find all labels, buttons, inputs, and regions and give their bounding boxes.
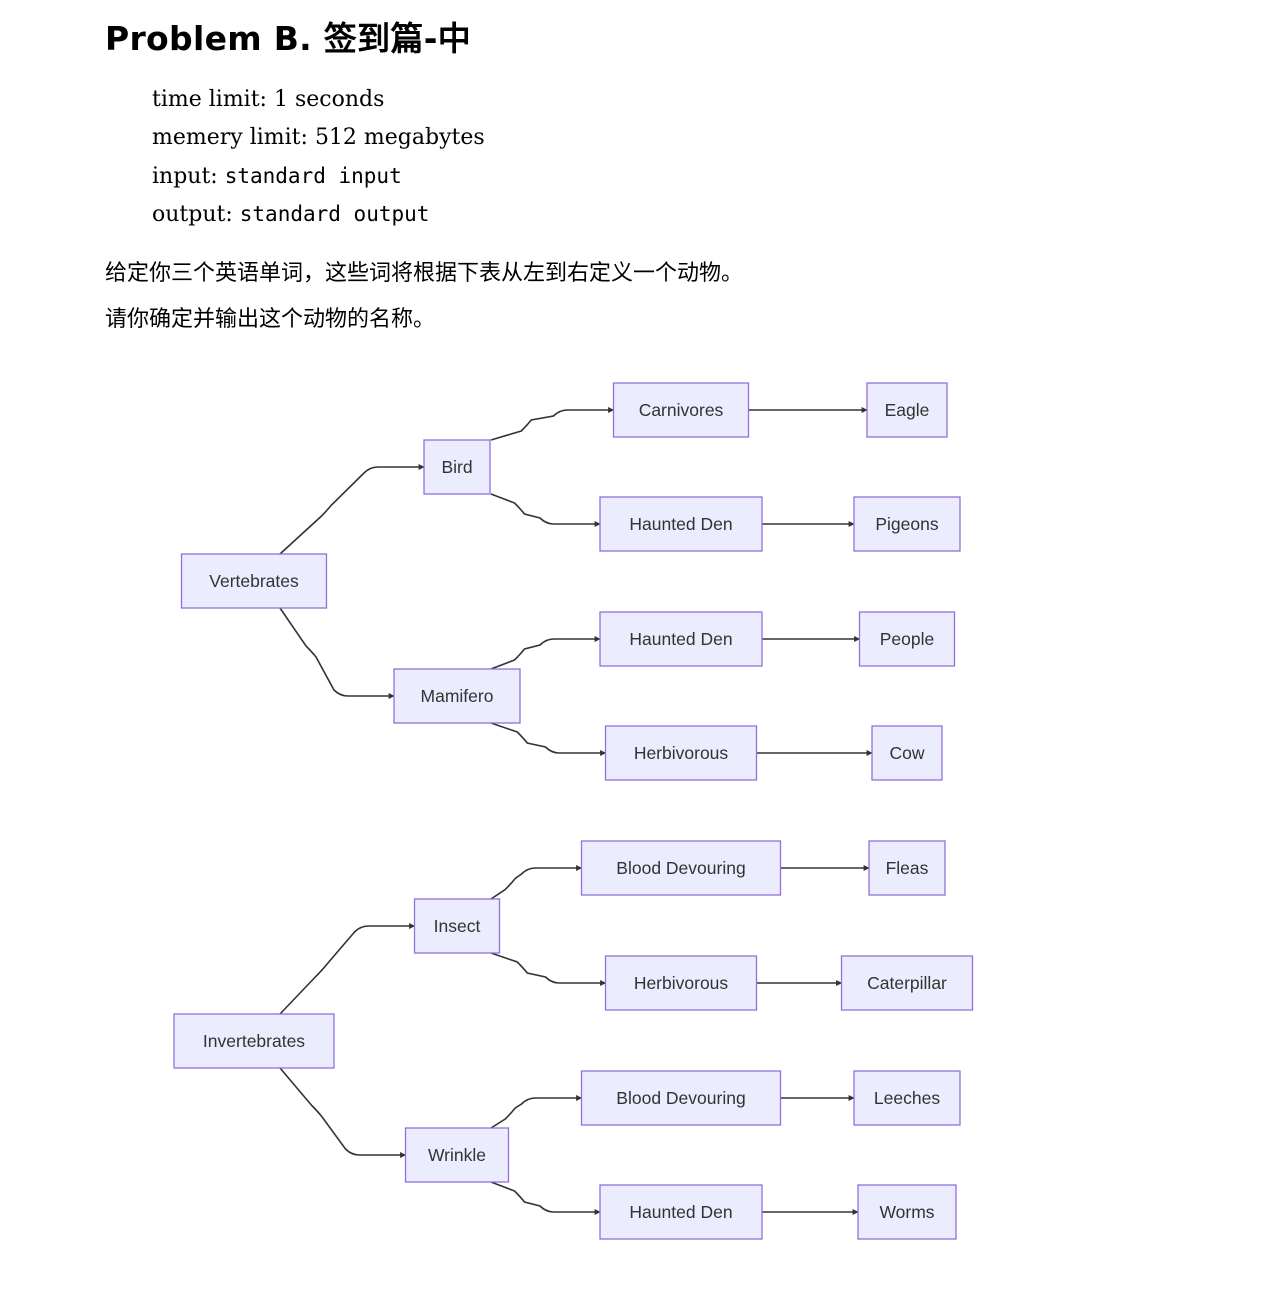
node-wrinkle: Wrinkle [404, 1127, 510, 1183]
node-label: Vertebrates [209, 571, 299, 591]
node-label: Herbivorous [634, 973, 729, 993]
edge-mamifero-to-mamifero-herbivorous [490, 722, 607, 756]
node-label: Blood Devouring [616, 1088, 745, 1108]
node-box [853, 1070, 961, 1126]
output-spec: output: standard output [152, 196, 485, 234]
statement-line-1: 给定你三个英语单词，这些词将根据下表从左到右定义一个动物。 [105, 261, 744, 286]
edge-insect-to-insect-herbivorous [490, 952, 607, 986]
node-people: People [858, 611, 956, 667]
edge-mamifero-to-mamifero-haunted-den [490, 636, 601, 670]
node-label: Pigeons [875, 514, 938, 534]
memory-limit: memery limit: 512 megabytes [152, 120, 485, 158]
node-label: Mamifero [421, 686, 494, 706]
node-label: Haunted Den [629, 629, 732, 649]
node-box [423, 439, 491, 495]
node-box [180, 553, 328, 609]
problem-statement: 给定你三个英语单词，这些词将根据下表从左到右定义一个动物。 请你确定并输出这个动… [105, 254, 743, 346]
node-box [612, 382, 750, 438]
edge-insect-to-insect-blood-devouring [490, 865, 583, 900]
flowchart-edges [279, 407, 873, 1215]
node-label: Bird [441, 457, 472, 477]
node-box [173, 1013, 335, 1069]
node-pigeons: Pigeons [853, 496, 961, 552]
edge-bird-to-bird-haunted-den [490, 493, 601, 527]
input-label: input: [152, 164, 218, 189]
node-bird-carnivores: Carnivores [612, 382, 750, 438]
node-box [580, 1070, 782, 1126]
node-box [413, 898, 501, 954]
node-cow: Cow [871, 725, 943, 781]
node-mamifero-haunted-den: Haunted Den [599, 611, 763, 667]
output-label: output: [152, 202, 233, 227]
node-leeches: Leeches [853, 1070, 961, 1126]
node-caterpillar: Caterpillar [840, 955, 974, 1011]
statement-line-2: 请你确定并输出这个动物的名称。 [105, 307, 436, 332]
node-box [840, 955, 974, 1011]
node-label: Invertebrates [203, 1031, 305, 1051]
edge-vertebrates-to-mamifero [279, 607, 395, 699]
node-invertebrates: Invertebrates [173, 1013, 335, 1069]
node-box [858, 611, 956, 667]
node-fleas: Fleas [868, 840, 946, 896]
node-wrinkle-blood-devouring: Blood Devouring [580, 1070, 782, 1126]
node-eagle: Eagle [866, 382, 948, 438]
node-label: People [880, 629, 935, 649]
node-mamifero: Mamifero [393, 668, 521, 724]
node-box [604, 725, 758, 781]
edge-vertebrates-to-bird [279, 464, 425, 555]
edge-wrinkle-to-wrinkle-blood-devouring [490, 1095, 583, 1129]
node-box [404, 1127, 510, 1183]
node-box [857, 1184, 957, 1240]
node-box [866, 382, 948, 438]
node-label: Wrinkle [428, 1145, 486, 1165]
node-vertebrates: Vertebrates [180, 553, 328, 609]
node-bird-haunted-den: Haunted Den [599, 496, 763, 552]
node-box [599, 1184, 763, 1240]
node-box [599, 611, 763, 667]
node-wrinkle-haunted-den: Haunted Den [599, 1184, 763, 1240]
node-label: Fleas [886, 858, 929, 878]
node-label: Worms [879, 1202, 934, 1222]
node-label: Leeches [874, 1088, 940, 1108]
node-label: Haunted Den [629, 1202, 732, 1222]
output-value: standard output [239, 202, 430, 226]
memory-limit-label: memery limit: [152, 125, 308, 150]
problem-limits: time limit: 1 seconds memery limit: 512 … [152, 82, 485, 234]
node-mamifero-herbivorous: Herbivorous [604, 725, 758, 781]
node-box [580, 840, 782, 896]
node-box [599, 496, 763, 552]
edge-invertebrates-to-insect [279, 923, 416, 1015]
input-spec: input: standard input [152, 158, 485, 196]
node-label: Herbivorous [634, 743, 729, 763]
node-box [871, 725, 943, 781]
node-box [393, 668, 521, 724]
edge-bird-to-bird-carnivores [490, 407, 615, 441]
edge-invertebrates-to-wrinkle [279, 1067, 407, 1158]
node-worms: Worms [857, 1184, 957, 1240]
time-limit-value: 1 seconds [273, 87, 385, 112]
node-label: Insect [434, 916, 481, 936]
node-label: Carnivores [639, 400, 724, 420]
node-box [853, 496, 961, 552]
node-insect-herbivorous: Herbivorous [604, 955, 758, 1011]
node-bird: Bird [423, 439, 491, 495]
problem-title: Problem B. 签到篇-中 [105, 19, 471, 58]
edge-wrinkle-to-wrinkle-haunted-den [490, 1181, 601, 1215]
node-label: Blood Devouring [616, 858, 745, 878]
memory-limit-value: 512 megabytes [314, 125, 485, 150]
node-label: Cow [889, 743, 924, 763]
node-insect-blood-devouring: Blood Devouring [580, 840, 782, 896]
node-insect: Insect [413, 898, 501, 954]
node-box [604, 955, 758, 1011]
node-label: Caterpillar [867, 973, 947, 993]
node-label: Haunted Den [629, 514, 732, 534]
node-box [868, 840, 946, 896]
input-value: standard input [224, 164, 402, 188]
time-limit-label: time limit: [152, 87, 267, 112]
node-label: Eagle [885, 400, 930, 420]
time-limit: time limit: 1 seconds [152, 82, 485, 120]
